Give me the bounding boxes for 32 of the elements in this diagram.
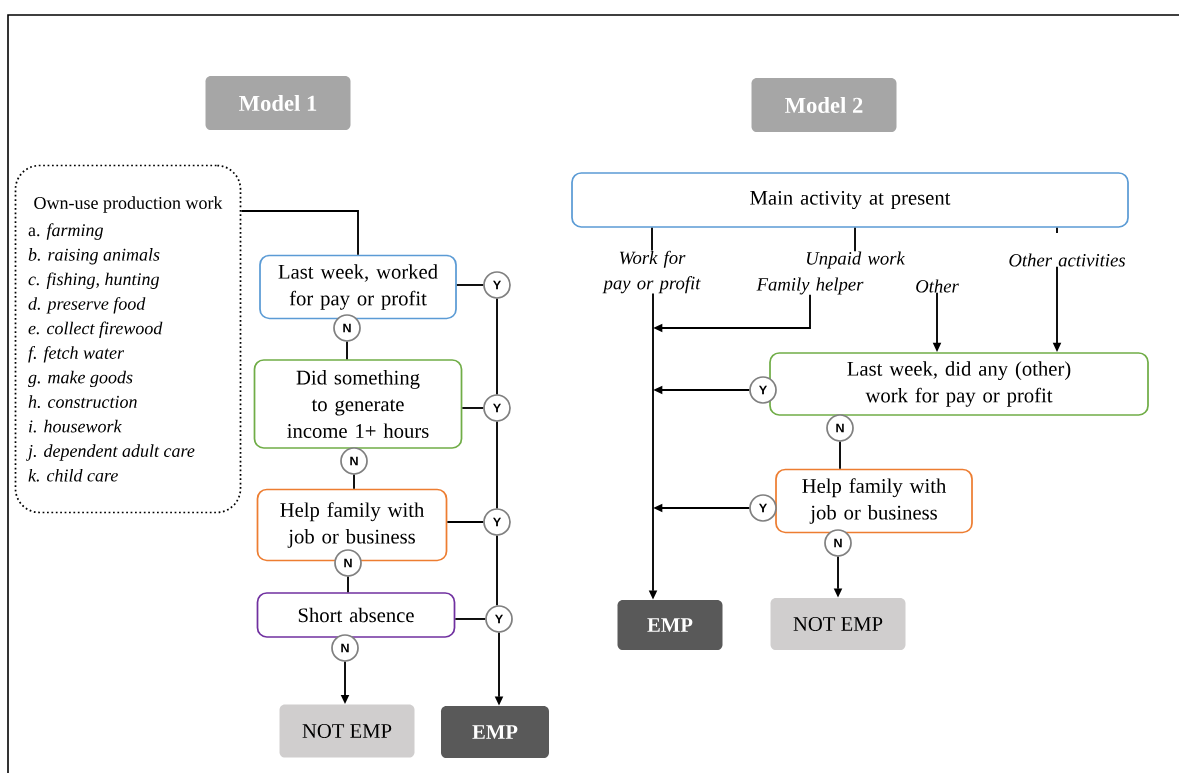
connector-line [496, 420, 498, 510]
connector-line [839, 440, 841, 470]
outcome-box: NOT EMP [770, 598, 906, 650]
connector-line [455, 284, 485, 286]
branch-label: Other activities [1009, 253, 1126, 267]
connector-line [346, 340, 348, 361]
connector-line [496, 297, 498, 396]
outcome-box: EMP [617, 600, 723, 650]
activity-list-box: Own-use production work a. farming b. raising animals c. fishing, hunting d. preserve food e. collect firewood f. fetch water g. make goods h. construction i. housework j. dependent adult care k. child care [14, 164, 242, 514]
connector-line [347, 575, 349, 594]
outcome-box: EMP [441, 706, 549, 758]
branch-label: Family helper [756, 277, 864, 295]
process-box: Help family with job or business [775, 468, 973, 534]
model-heading: Model 2 [751, 78, 897, 132]
connector-line [496, 534, 498, 607]
process-box: Did something to generate income 1+ hours [253, 359, 463, 449]
branch-label: Work for pay or profit [602, 250, 701, 294]
process-box: Last week, worked for pay or profit [259, 254, 457, 320]
connector-line [461, 407, 485, 409]
connector-line [240, 210, 359, 256]
connector-line [454, 618, 487, 620]
model-heading: Model 1 [205, 76, 351, 130]
process-box: Main activity at present [571, 172, 1129, 228]
connector-line [854, 226, 856, 253]
connector-line [353, 473, 355, 490]
process-box: Last week, did any (other) work for pay or profit [769, 352, 1149, 416]
outcome-box: NOT EMP [279, 704, 415, 758]
connector-line [446, 521, 485, 523]
connector-line [651, 226, 653, 252]
branch-label: Unpaid work [806, 251, 906, 269]
connector-line [1056, 226, 1058, 234]
branch-label: Other [916, 279, 959, 293]
